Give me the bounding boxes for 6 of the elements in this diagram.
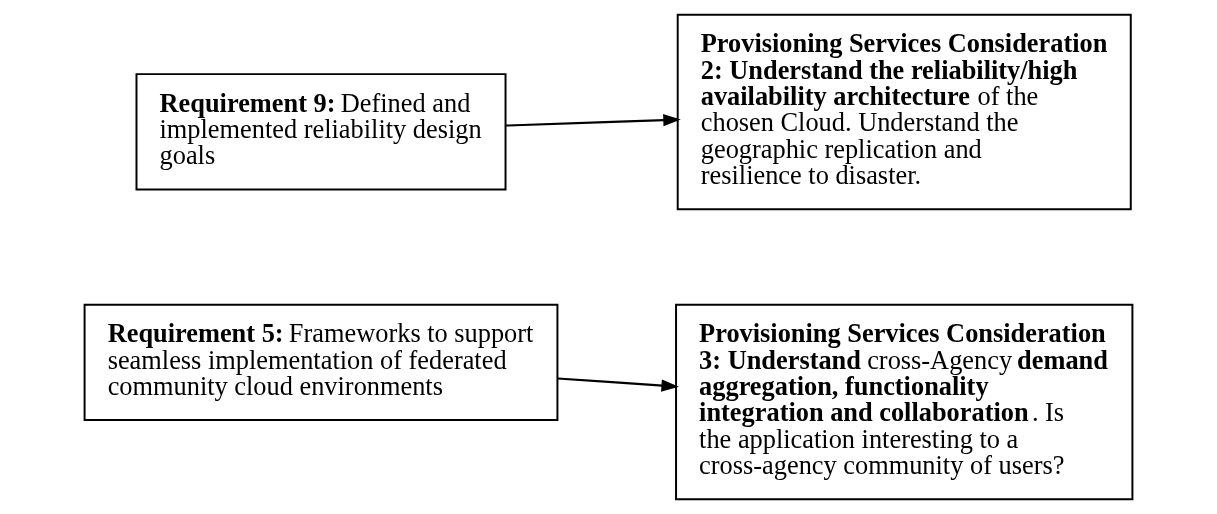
node-box: Requirement 9: Defined and implemented reliability design goals — [135, 73, 507, 191]
node-box: Requirement 5: Frameworks to support seamless implementation of federated community cloud environments — [83, 303, 559, 422]
arrow — [557, 377, 679, 392]
arrow — [506, 114, 681, 127]
node-box: Provisioning Services Consideration 2: Understand the reliability/high availability architecture of the chosen Cloud. Understand the geographic replication and resilience to disaster. — [676, 13, 1132, 211]
node-box: Provisioning Services Consideration 3: Understand cross-Agency demand aggregation, functionality integration and collaboration. Is the application interesting to a cross-agency community of users? — [675, 303, 1134, 501]
